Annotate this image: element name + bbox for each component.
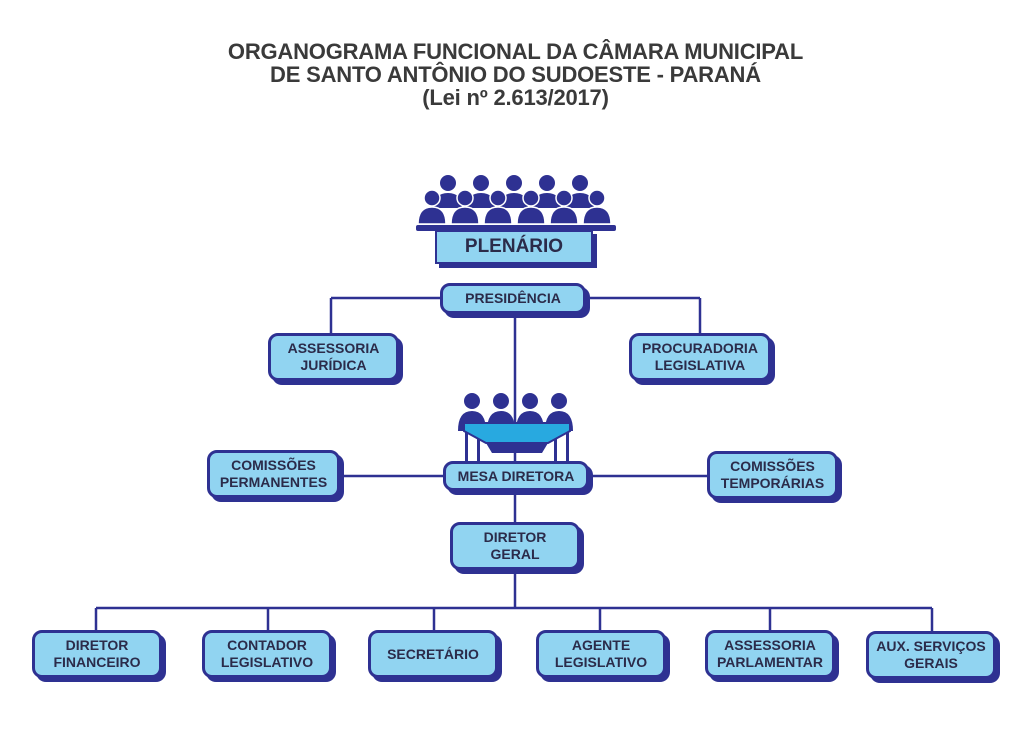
agente-legislativo-box: AGENTE LEGISLATIVO [536, 630, 666, 678]
presidencia-label: PRESIDÊNCIA [465, 290, 561, 306]
secretario-box: SECRETÁRIO [368, 630, 498, 678]
procuradoria-legislativa-box: PROCURADORIA LEGISLATIVA [629, 333, 771, 381]
contador-legislativo-box: CONTADOR LEGISLATIVO [202, 630, 332, 678]
secretario-label: SECRETÁRIO [387, 645, 479, 662]
mesa-diretora-box: MESA DIRETORA [443, 461, 589, 491]
comissoes-temporarias-box: COMISSÕES TEMPORÁRIAS [707, 451, 838, 499]
plenary-people-icon [416, 175, 616, 231]
aux-servicos-gerais-box: AUX. SERVIÇOS GERAIS [866, 631, 996, 679]
plenario-label: PLENÁRIO [464, 236, 564, 257]
assessoria-juridica-label: ASSESSORIA JURÍDICA [287, 340, 380, 373]
assessoria-parlamentar-label: ASSESSORIA PARLAMENTAR [716, 637, 824, 670]
mesa-diretora-label: MESA DIRETORA [457, 467, 575, 484]
contador-legislativo-label: CONTADOR LEGISLATIVO [220, 637, 314, 670]
procuradoria-legislativa-label: PROCURADORIA LEGISLATIVA [642, 340, 758, 373]
title-line-3: (Lei nº 2.613/2017) [422, 85, 609, 110]
title-line-2: DE SANTO ANTÔNIO DO SUDOESTE - PARANÁ [270, 62, 761, 87]
presidencia-box: PRESIDÊNCIA [440, 283, 586, 314]
aux-servicos-gerais-label: AUX. SERVIÇOS GERAIS [876, 638, 986, 671]
title-line-1: ORGANOGRAMA FUNCIONAL DA CÂMARA MUNICIPA… [227, 39, 804, 64]
diretor-geral-box: DIRETOR GERAL [450, 522, 580, 570]
diretor-geral-label: DIRETOR GERAL [483, 529, 547, 562]
board-table-people-icon [458, 393, 573, 461]
plenario-box: PLENÁRIO [435, 230, 593, 264]
comissoes-permanentes-label: COMISSÕES PERMANENTES [219, 457, 328, 490]
diretor-financeiro-box: DIRETOR FINANCEIRO [32, 630, 162, 678]
chart-title: ORGANOGRAMA FUNCIONAL DA CÂMARA MUNICIPA… [0, 40, 1031, 109]
diretor-financeiro-label: DIRETOR FINANCEIRO [53, 637, 141, 670]
agente-legislativo-label: AGENTE LEGISLATIVO [554, 637, 648, 670]
assessoria-juridica-box: ASSESSORIA JURÍDICA [268, 333, 399, 381]
comissoes-permanentes-box: COMISSÕES PERMANENTES [207, 450, 340, 498]
assessoria-parlamentar-box: ASSESSORIA PARLAMENTAR [705, 630, 835, 678]
comissoes-temporarias-label: COMISSÕES TEMPORÁRIAS [720, 458, 825, 491]
